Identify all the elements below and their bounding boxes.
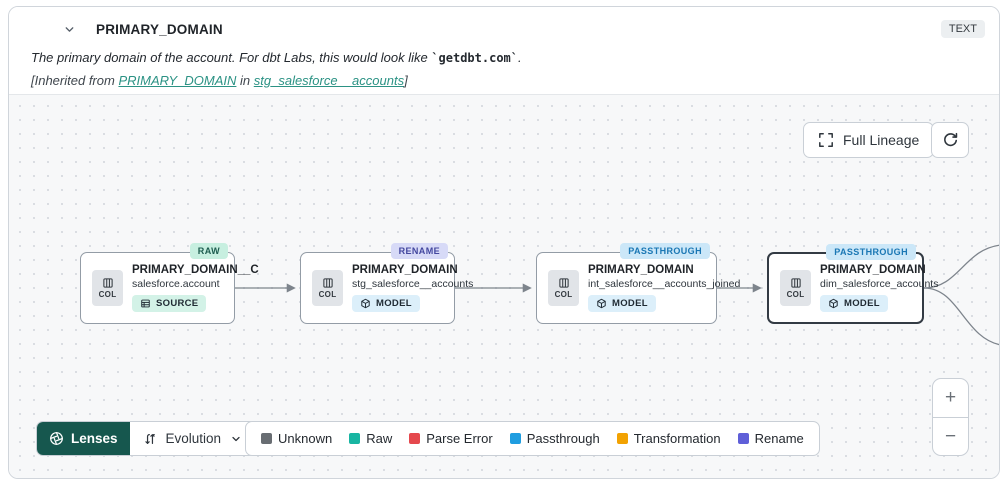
legend-item: Rename bbox=[737, 431, 804, 446]
node-title: PRIMARY_DOMAIN bbox=[588, 264, 694, 276]
lenses-control: Lenses Evolution bbox=[36, 421, 257, 456]
lineage-canvas[interactable]: Full Lineage RAW COL PRIMARY_DOMAIN__C s… bbox=[9, 94, 999, 478]
zoom-out-button[interactable]: − bbox=[933, 417, 968, 455]
legend-item: Transformation bbox=[616, 431, 721, 446]
legend-item: Raw bbox=[349, 431, 392, 446]
legend-item: Parse Error bbox=[409, 431, 493, 446]
column-chip: COL bbox=[92, 270, 123, 306]
chevron-down-icon bbox=[65, 26, 74, 32]
lens-selected-label: Evolution bbox=[165, 431, 222, 446]
columns-icon bbox=[102, 278, 113, 288]
zoom-controls: + − bbox=[932, 378, 969, 456]
resource-type-badge: MODEL bbox=[352, 295, 420, 312]
node-subtitle: stg_salesforce__accounts bbox=[352, 278, 474, 290]
model-icon bbox=[361, 298, 370, 309]
col-label: COL bbox=[786, 290, 805, 299]
aperture-icon bbox=[50, 432, 63, 445]
column-header: PRIMARY_DOMAIN TEXT The primary domain o… bbox=[9, 7, 999, 94]
data-type-badge: TEXT bbox=[940, 20, 985, 38]
collapse-button[interactable] bbox=[63, 23, 76, 36]
lens-legend: Unknown Raw Parse Error Passthrough Tran… bbox=[245, 421, 820, 456]
node-status-badge: PASSTHROUGH bbox=[826, 244, 916, 260]
full-lineage-label: Full Lineage bbox=[843, 132, 920, 148]
node-status-badge: PASSTHROUGH bbox=[620, 243, 710, 259]
chevron-down-icon bbox=[232, 436, 240, 441]
legend-item: Unknown bbox=[261, 431, 332, 446]
fullscreen-icon bbox=[819, 133, 833, 147]
resource-type-badge: MODEL bbox=[588, 295, 656, 312]
lens-dropdown[interactable]: Evolution bbox=[130, 422, 256, 455]
resource-type-badge: MODEL bbox=[820, 295, 888, 312]
zoom-in-button[interactable]: + bbox=[944, 387, 957, 408]
source-icon bbox=[141, 299, 150, 308]
node-subtitle: dim_salesforce_accounts bbox=[820, 278, 939, 290]
model-icon bbox=[597, 298, 606, 309]
full-lineage-button[interactable]: Full Lineage bbox=[803, 122, 935, 158]
legend-swatch bbox=[349, 433, 361, 444]
inherited-column-link[interactable]: PRIMARY_DOMAIN bbox=[118, 73, 237, 88]
legend-swatch bbox=[616, 433, 628, 444]
col-label: COL bbox=[554, 290, 573, 299]
col-label: COL bbox=[98, 290, 117, 299]
inherited-from-note: [Inherited from PRIMARY_DOMAIN in stg_sa… bbox=[31, 73, 408, 88]
model-icon bbox=[829, 298, 838, 309]
node-subtitle: salesforce.account bbox=[132, 278, 220, 290]
page-title: PRIMARY_DOMAIN bbox=[96, 21, 223, 37]
column-chip: COL bbox=[312, 270, 343, 306]
node-status-badge: RENAME bbox=[390, 243, 448, 259]
node-status-badge: RAW bbox=[189, 243, 228, 259]
lineage-node-dim[interactable]: PASSTHROUGH COL PRIMARY_DOMAIN dim_sales… bbox=[767, 244, 938, 324]
node-subtitle: int_salesforce__accounts_joined bbox=[588, 278, 741, 290]
column-description: The primary domain of the account. For d… bbox=[31, 50, 522, 65]
legend-swatch bbox=[261, 433, 272, 444]
column-chip: COL bbox=[548, 270, 579, 306]
columns-icon bbox=[558, 278, 569, 288]
columns-icon bbox=[790, 278, 801, 288]
refresh-icon bbox=[943, 132, 957, 146]
column-chip: COL bbox=[780, 270, 811, 306]
legend-swatch bbox=[737, 433, 749, 444]
refresh-button[interactable] bbox=[931, 122, 969, 158]
inline-code: `getdbt.com` bbox=[431, 51, 519, 65]
legend-swatch bbox=[409, 433, 421, 444]
lenses-button[interactable]: Lenses bbox=[37, 422, 130, 455]
node-title: PRIMARY_DOMAIN__C bbox=[132, 264, 259, 276]
lineage-node-stg[interactable]: RENAME COL PRIMARY_DOMAIN stg_salesforce… bbox=[300, 243, 473, 324]
lineage-node-source[interactable]: RAW COL PRIMARY_DOMAIN__C salesforce.acc… bbox=[80, 243, 259, 324]
column-lineage-panel: PRIMARY_DOMAIN TEXT The primary domain o… bbox=[8, 6, 1000, 479]
legend-item: Passthrough bbox=[509, 431, 600, 446]
lenses-label: Lenses bbox=[71, 431, 118, 446]
node-title: PRIMARY_DOMAIN bbox=[820, 264, 926, 276]
node-title: PRIMARY_DOMAIN bbox=[352, 264, 458, 276]
columns-icon bbox=[322, 278, 333, 288]
evolution-icon bbox=[144, 433, 155, 444]
legend-swatch bbox=[509, 433, 521, 444]
resource-type-badge: SOURCE bbox=[132, 295, 207, 312]
inherited-model-link[interactable]: stg_salesforce__accounts bbox=[253, 73, 405, 88]
lineage-node-int[interactable]: PASSTHROUGH COL PRIMARY_DOMAIN int_sales… bbox=[536, 243, 740, 324]
col-label: COL bbox=[318, 290, 337, 299]
